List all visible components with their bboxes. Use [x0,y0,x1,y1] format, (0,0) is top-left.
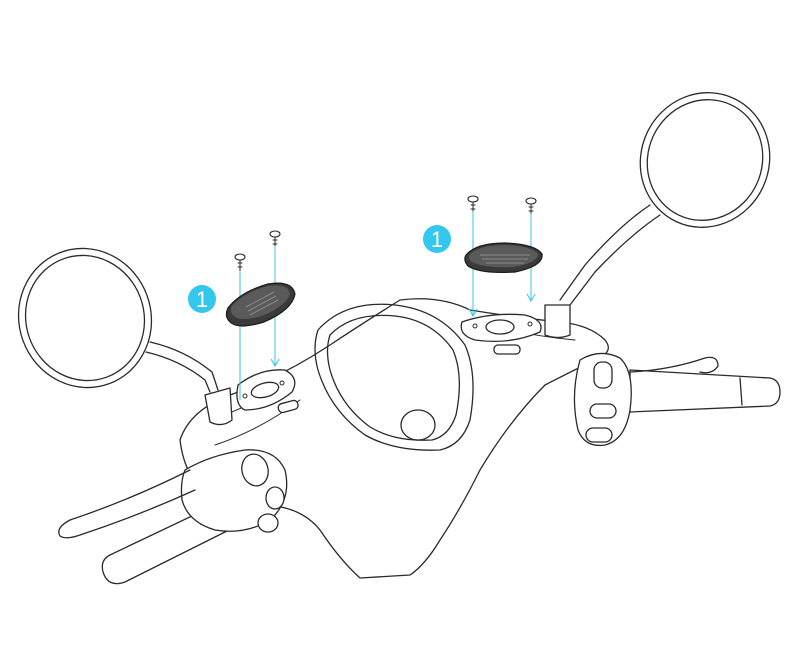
handlebar-body [179,298,609,579]
left-mount [204,369,299,426]
right-grip [573,352,781,447]
screw-icon [234,253,246,272]
right-mount [460,304,571,355]
right-mirror [559,92,771,306]
footpad-icon [225,282,296,327]
callout-label: 1 [196,287,208,312]
callout-label: 1 [431,227,443,252]
callout-badge-right: 1 [423,225,451,253]
screw-icon [525,197,537,214]
screw-icon [467,195,479,212]
screw-icon [269,230,281,247]
left-grip [58,449,288,585]
footpad-icon [464,242,543,273]
callout-badge-left: 1 [188,285,216,313]
left-mirror [17,247,219,393]
